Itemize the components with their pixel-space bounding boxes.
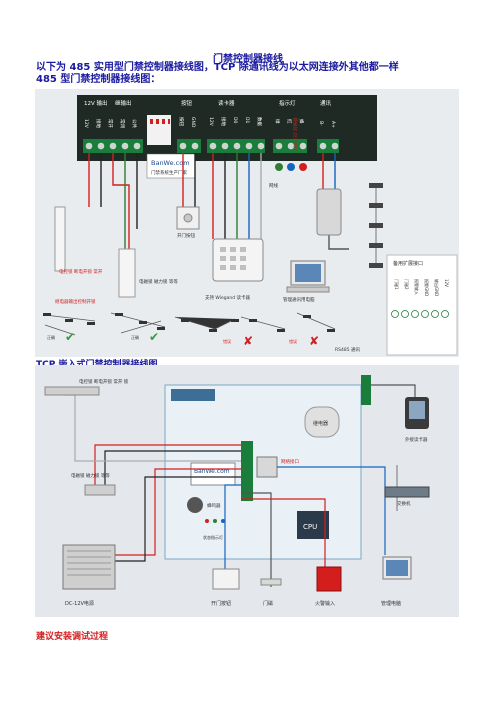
terminal-row (83, 139, 339, 153)
tcp-board-header (171, 389, 215, 401)
diagram-485-svg: 12V 输出 继输出 按钮 读卡器 指示灯 通讯 (43, 95, 458, 356)
ext-pin-6: 12V (444, 279, 449, 287)
ext-pin-2: 门磁2 (404, 279, 410, 290)
intro-text: 以下为 485 实用型门禁控制器接线图，TCP 除通讯线为以太网连接外其他都一样… (36, 62, 399, 86)
rj45-port (256, 456, 278, 478)
electric-lock (54, 206, 66, 272)
lock1-label: 电控锁 断电开锁 常开 (59, 268, 103, 275)
network-label: 网线 (269, 182, 278, 189)
led-red (299, 163, 307, 171)
tcp-button-label: 开门按钮 (211, 600, 231, 607)
group-relay-label: 继输出 (115, 99, 132, 107)
ext-panel (386, 254, 458, 356)
fire-alarm (316, 566, 342, 592)
tcp-brand: BanWe.com (194, 468, 230, 475)
button-label: 开门按钮 (177, 232, 195, 239)
term-r-12v: 12V (208, 117, 214, 127)
wires (88, 153, 349, 250)
psu-label: DC-12V电源 (65, 600, 94, 607)
bottom-right-caption: RS485 通讯 (335, 346, 361, 353)
tcp-exit-button (212, 568, 240, 590)
reader-label: 支持 Wiegand 读卡器 (205, 294, 251, 301)
ext-label: 备用扩展接口 (393, 260, 423, 267)
topology-examples: ✔ ✔ ✘ ✘ 正确 正确 错误 错误 (43, 312, 336, 348)
door-sensor-label: 门磁 (263, 600, 273, 607)
ext-pin-1: 门磁1 (394, 279, 400, 290)
group-led-label: 指示灯 (279, 99, 296, 107)
device-chain (369, 183, 383, 268)
check-mark-1: ✔ (65, 330, 75, 344)
term-r-gnd: 接地 (220, 117, 227, 126)
term-r-d1: D1 (244, 117, 250, 123)
wiring-diagram-485: 12V 输出 继输出 按钮 读卡器 指示灯 通讯 (35, 89, 459, 357)
install-guide-link[interactable]: 建议安装调试过程 (36, 632, 109, 642)
cross-mark-2: ✘ (309, 334, 319, 348)
wrong-label-1: 错误 (223, 338, 231, 344)
relay-label: 继电器 (313, 420, 328, 427)
brand-sub: 门禁系统生产厂家 (151, 169, 187, 176)
group-button-label: 按钮 (181, 99, 193, 107)
tcp-lock-mid-label: 电磁锁 磁力锁 等等 (71, 472, 110, 479)
net-label: 网络接口 (281, 458, 299, 465)
converter-label: 485/232 转换器 (292, 117, 299, 151)
term-gnd: 接地 (95, 119, 102, 128)
tcp-lock-top-label: 电控锁 断电开锁 常开 锁 (79, 378, 129, 385)
brand-name: BanWe.com (151, 159, 190, 167)
ext-pin-3: 报警输入 (414, 279, 420, 295)
switch-label: 交换机 (397, 500, 411, 507)
term-btn: 按钮 (178, 117, 185, 126)
led-blue (287, 163, 295, 171)
term-led-r: 红 (286, 119, 293, 124)
term-led-g: 绿 (274, 119, 281, 124)
relay (304, 406, 340, 438)
tcp-lock-mid (84, 484, 116, 496)
tcp-terminals (241, 375, 371, 501)
tcp-wires (65, 384, 416, 587)
term-no: 常开 (107, 119, 114, 128)
brand-plate (146, 153, 196, 179)
group-reader-label: 读卡器 (218, 99, 235, 107)
term-com: 公共 (131, 119, 138, 128)
ext-pin-5: 输出GND (434, 279, 440, 296)
tcp-lock-top (44, 386, 100, 396)
alarm-label: 火警输入 (315, 600, 335, 607)
indicator-label: 状态指示灯 (203, 534, 223, 540)
term-nc: 常闭 (119, 119, 126, 128)
doc-title: 门禁控制器接线 (213, 54, 283, 65)
term-buzzer: 蜂 (298, 119, 305, 124)
group-comm-label: 通讯 (320, 99, 332, 107)
ext-pin-4: 报警GND (424, 279, 430, 296)
converter-device (316, 188, 342, 236)
term-b: B- (318, 121, 324, 126)
buzzer-label: 蜂鸣器 (207, 502, 221, 509)
term-r-data: 数据 (256, 117, 263, 126)
term-btn-gnd: GND (190, 117, 196, 128)
cpu-chip (297, 511, 329, 539)
psu-device (62, 544, 116, 590)
ok-label-1: 正确 (47, 334, 55, 340)
check-mark-2: ✔ (149, 330, 159, 344)
lock2-label: 电磁锁 磁力锁 等等 (139, 278, 178, 285)
diagram-tcp-svg: BanWe.com CPU 继电器 蜂鸣器 状态指示灯 网络接口 (44, 375, 430, 607)
wiring-diagram-tcp: BanWe.com CPU 继电器 蜂鸣器 状态指示灯 网络接口 (35, 365, 459, 617)
intro-line-2: 485 型门禁控制器接线图： (36, 74, 161, 85)
magnetic-lock (118, 248, 136, 298)
term-12v: 12V (83, 119, 89, 129)
buzzer (187, 497, 203, 513)
term-a: A+ (330, 121, 336, 128)
pc-label: 管理通讯用电脑 (283, 296, 315, 303)
bottom-left-caption: 继电器输出控制开锁 (55, 298, 96, 305)
group-12v-label: 12V 输出 (84, 99, 108, 107)
intro-line-1: 以下为 485 实用型门禁控制器接线图，TCP 除通讯线为以太网连接外其他都一样 (36, 62, 399, 73)
network-switch (384, 486, 430, 498)
term-r-d0: D0 (232, 117, 238, 123)
led-green (275, 163, 283, 171)
door-sensor (260, 578, 282, 586)
ok-label-2: 正确 (131, 334, 139, 340)
cpu-label: CPU (303, 523, 317, 531)
cross-mark-1: ✘ (243, 334, 253, 348)
wrong-label-2: 错误 (289, 338, 297, 344)
tcp-pc-label: 管理电脑 (381, 600, 401, 607)
reader-label-tcp: 外接读卡器 (405, 436, 428, 443)
